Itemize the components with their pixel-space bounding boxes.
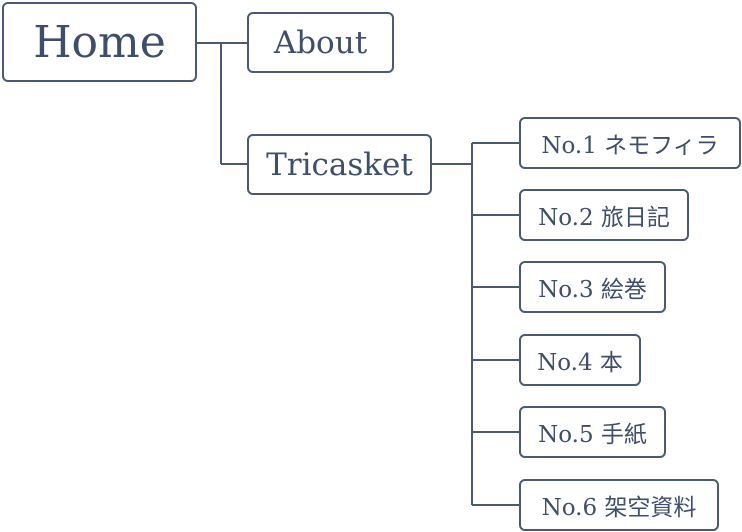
tricasket-node[interactable]: Tricasket (247, 134, 432, 195)
child-node-6[interactable]: No.6 架空資料 (519, 479, 719, 531)
child-node-5[interactable]: No.5 手紙 (519, 406, 666, 458)
child-node-2[interactable]: No.2 旅日記 (519, 189, 689, 241)
child-node-3[interactable]: No.3 絵巻 (519, 261, 666, 313)
home-node[interactable]: Home (2, 2, 197, 82)
child-node-4[interactable]: No.4 本 (519, 334, 641, 386)
about-node[interactable]: About (247, 12, 394, 73)
child-node-1[interactable]: No.1 ネモフィラ (519, 117, 741, 169)
